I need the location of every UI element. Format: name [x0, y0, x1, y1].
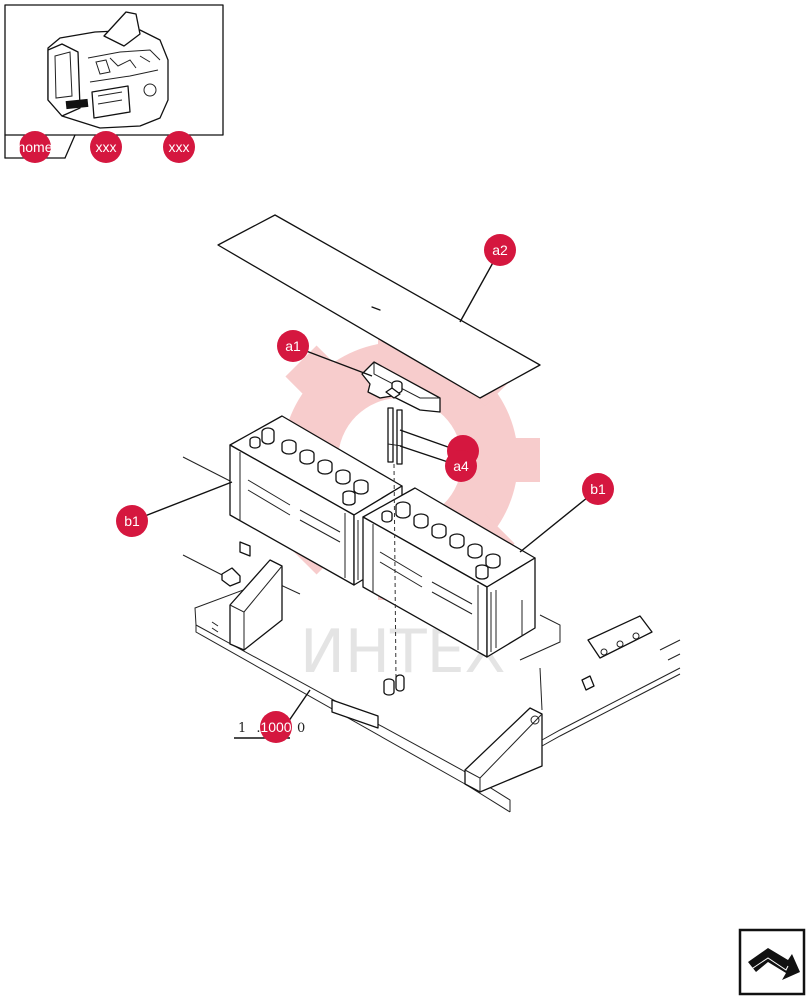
- j-bolts: [383, 407, 405, 696]
- next-page-label: xxx: [169, 139, 190, 155]
- svg-text:b1: b1: [124, 513, 140, 529]
- cover-plate: [217, 214, 541, 399]
- battery-right: [362, 487, 536, 658]
- svg-text:a2: a2: [492, 242, 508, 258]
- base-frame: [182, 456, 681, 813]
- leader-b1-right: [519, 488, 599, 553]
- reference-link-button[interactable]: 1000: [260, 711, 292, 743]
- next-page-button[interactable]: xxx: [163, 131, 195, 163]
- thumbnail-machine-image: [47, 11, 169, 129]
- reference-prefix: 1 .: [238, 721, 264, 736]
- callout-a4[interactable]: a4: [445, 450, 477, 482]
- callout-a1[interactable]: a1: [277, 330, 309, 362]
- callout-b1-right[interactable]: b1: [582, 473, 614, 505]
- battery-right-caps: [381, 501, 501, 580]
- cover-plate-mark: [371, 306, 381, 311]
- home-button[interactable]: home: [17, 131, 53, 163]
- home-button-label: home: [17, 139, 52, 155]
- hold-down-bracket: [361, 361, 441, 413]
- battery-left-caps: [249, 427, 369, 506]
- leader-b1-left: [131, 481, 233, 522]
- prev-page-label: xxx: [96, 139, 117, 155]
- svg-text:a1: a1: [285, 338, 301, 354]
- prev-page-button[interactable]: xxx: [90, 131, 122, 163]
- svg-text:b1: b1: [590, 481, 606, 497]
- svg-text:a4: a4: [453, 458, 469, 474]
- reference-suffix: 0: [297, 721, 308, 736]
- return-button[interactable]: [738, 928, 806, 996]
- callout-b1-left[interactable]: b1: [116, 505, 148, 537]
- return-arrow-icon: [748, 948, 800, 980]
- reference-link-label: 1000: [260, 719, 291, 735]
- callout-a2[interactable]: a2: [484, 234, 516, 266]
